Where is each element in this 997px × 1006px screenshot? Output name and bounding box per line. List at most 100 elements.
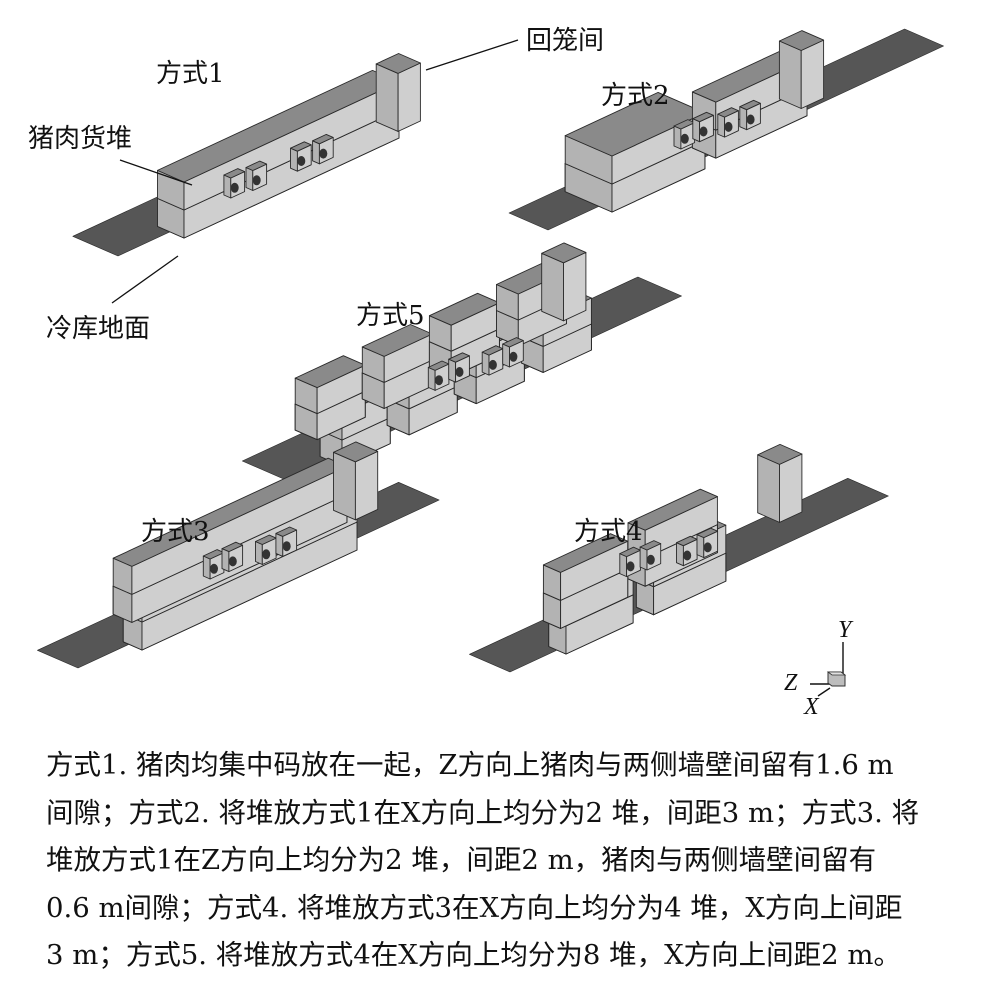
fan-unit xyxy=(202,549,225,560)
label-scheme-1: 方式1 xyxy=(156,59,225,89)
diagram-objects xyxy=(37,28,944,673)
fan-unit xyxy=(676,542,684,567)
pork-stack-upper xyxy=(157,69,400,183)
label-scheme-3: 方式3 xyxy=(141,517,210,547)
fan-opening xyxy=(455,367,464,377)
label-scheme-5: 方式5 xyxy=(356,301,425,331)
fan-opening xyxy=(699,126,708,137)
fan-unit xyxy=(696,527,719,539)
label-scheme-2: 方式2 xyxy=(601,81,670,111)
fan-unit xyxy=(502,343,510,368)
fan-opening xyxy=(297,156,306,166)
fan-unit xyxy=(245,167,254,191)
fan-unit xyxy=(290,141,312,152)
pork-stack-upper xyxy=(294,355,366,389)
fan-unit xyxy=(639,546,648,571)
fan-unit xyxy=(717,107,739,118)
fan-unit xyxy=(448,358,457,383)
fan-unit xyxy=(223,168,246,179)
caption-line: 方式1. 猪肉均集中码放在一起，Z方向上猪肉与两侧墙壁间留有1.6 m xyxy=(46,749,894,781)
return-room-block xyxy=(375,63,399,132)
return-room-block xyxy=(779,453,803,523)
return-room-block xyxy=(333,441,379,463)
return-room-block xyxy=(757,443,803,465)
leader-floor xyxy=(111,255,179,304)
fan-unit xyxy=(619,546,641,558)
fan-unit xyxy=(717,113,726,138)
fan-unit xyxy=(692,118,701,143)
pork-stack-upper xyxy=(428,292,500,326)
return-room-block xyxy=(778,30,825,51)
fan-unit xyxy=(275,532,284,557)
caption-line: 间隙；方式2. 将堆放方式1在X方向上均分为2 堆，间距3 m；方式3. 将 xyxy=(46,796,920,829)
fan-unit xyxy=(619,553,628,578)
fan-opening xyxy=(683,550,692,561)
fan-unit xyxy=(739,99,761,111)
fan-unit xyxy=(692,111,714,123)
return-room-block xyxy=(354,450,379,521)
label-return-room: 回笼间 xyxy=(526,26,604,56)
fan-unit xyxy=(448,352,470,363)
fan-opening xyxy=(282,541,291,552)
figure-caption: 方式1. 猪肉均集中码放在一起，Z方向上猪肉与两侧墙壁间留有1.6 m 间隙；方式… xyxy=(46,742,966,980)
fan-opening xyxy=(703,542,712,553)
caption-line: 0.6 m间隙；方式4. 将堆放方式3在X方向上均分为4 堆，X方向上间距 xyxy=(46,891,903,924)
pork-stack-upper xyxy=(361,324,433,357)
caption-line: 堆放方式1在Z方向上均分为2 堆，间距2 m，猪肉与两侧墙壁间留有 xyxy=(46,844,877,876)
return-room-block xyxy=(563,251,587,322)
return-room-block xyxy=(541,252,564,322)
fan-unit xyxy=(673,119,696,130)
fan-opening xyxy=(626,561,635,572)
caption-line: 3 m；方式5. 将堆放方式4在X方向上均分为8 堆，X方向上间距2 m。 xyxy=(46,939,901,971)
fan-unit xyxy=(676,535,698,547)
fan-opening xyxy=(252,175,261,186)
return-room-block xyxy=(397,62,421,132)
axis-y-label: Y xyxy=(838,617,854,643)
label-scheme-4: 方式4 xyxy=(574,517,643,547)
fan-opening xyxy=(724,121,733,132)
storage-layout-diagram: 方式1 方式2 方式5 方式3 方式4 回笼间 猪肉货堆 冷库地面 Y Z X xyxy=(28,26,944,720)
fan-opening xyxy=(646,554,655,565)
leader-pork-stack xyxy=(119,159,193,186)
fan-unit xyxy=(202,555,211,580)
fan-opening xyxy=(228,556,237,567)
fan-unit xyxy=(275,526,298,537)
fan-opening xyxy=(210,563,218,574)
fan-opening xyxy=(488,359,497,370)
fan-unit xyxy=(221,548,230,573)
return-room-block xyxy=(800,39,825,109)
axis-z-label: Z xyxy=(784,670,798,696)
axis-triad: Y Z X xyxy=(784,617,854,720)
fan-unit xyxy=(255,534,277,545)
fan-unit xyxy=(312,140,320,165)
pork-stack-upper xyxy=(112,457,348,567)
fan-opening xyxy=(509,351,518,362)
fan-opening xyxy=(746,114,755,125)
fan-opening xyxy=(319,148,328,159)
fan-unit xyxy=(245,160,268,171)
fan-opening xyxy=(230,182,239,193)
fan-unit xyxy=(673,125,682,150)
fan-unit xyxy=(739,106,748,131)
fan-unit xyxy=(427,366,436,391)
fan-opening xyxy=(435,375,443,386)
fan-unit xyxy=(223,174,232,199)
fan-unit xyxy=(221,541,244,553)
axis-x-label: X xyxy=(803,694,820,720)
fan-unit xyxy=(290,147,298,172)
fan-opening xyxy=(680,133,689,144)
pork-stack-upper xyxy=(542,533,629,573)
fan-unit xyxy=(696,534,705,559)
fan-unit xyxy=(255,541,263,565)
return-room-block xyxy=(757,454,780,523)
fan-unit xyxy=(481,345,504,356)
label-cold-storage-floor: 冷库地面 xyxy=(46,314,150,344)
fan-opening xyxy=(262,549,271,560)
label-pork-stack: 猪肉货堆 xyxy=(28,124,132,154)
fan-unit xyxy=(639,540,662,551)
return-room-block xyxy=(541,242,587,264)
return-room-block xyxy=(778,40,802,109)
pork-stack-upper xyxy=(627,488,718,531)
fan-unit xyxy=(502,337,524,348)
return-room-block xyxy=(375,53,421,74)
